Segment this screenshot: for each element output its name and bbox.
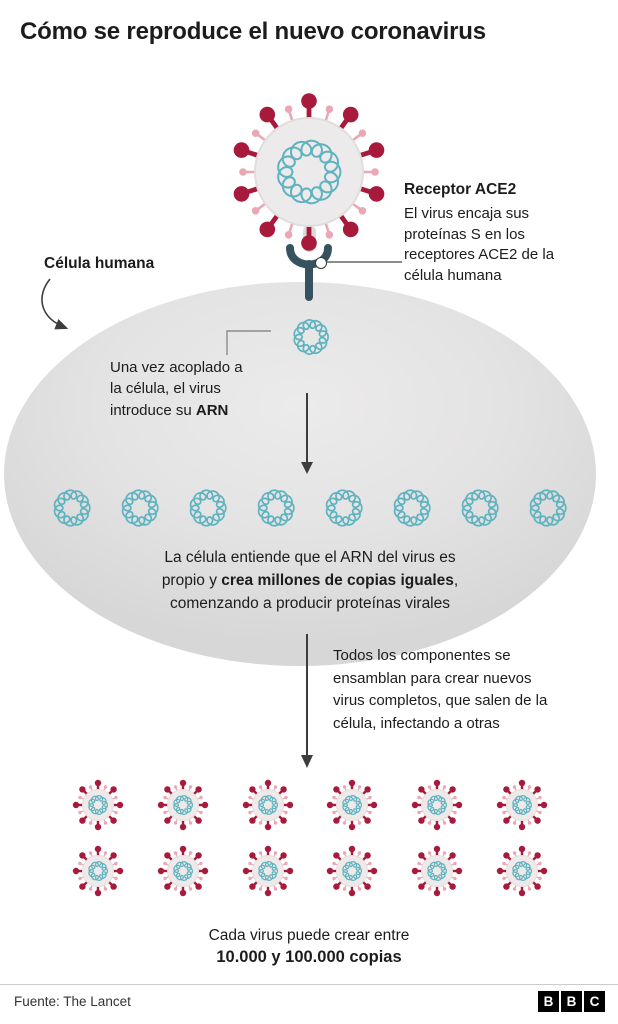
bbc-logo: B B C bbox=[538, 991, 605, 1012]
new-virus bbox=[323, 776, 381, 834]
rna-single bbox=[288, 314, 334, 360]
coronavirus-icon bbox=[496, 779, 547, 831]
bbc-logo-block: B bbox=[538, 991, 559, 1012]
rna-copy bbox=[320, 484, 368, 532]
coronavirus-icon bbox=[73, 845, 124, 897]
rna-copy bbox=[456, 484, 504, 532]
rna-strand-icon bbox=[121, 489, 159, 527]
step-copies-line2-pre: propio y bbox=[161, 571, 222, 589]
rna-copy bbox=[48, 484, 96, 532]
rna-strand-icon bbox=[53, 489, 91, 527]
big-virus bbox=[224, 87, 394, 257]
page-title: Cómo se reproduce el nuevo coronavirus bbox=[20, 18, 486, 45]
step-assembly-text: Todos los componentes se ensamblan para … bbox=[333, 647, 548, 732]
rna-row bbox=[48, 484, 572, 532]
new-virus bbox=[408, 776, 466, 834]
rna-copy bbox=[184, 484, 232, 532]
receptor-heading: Receptor ACE2 bbox=[404, 181, 517, 198]
new-virus bbox=[239, 776, 297, 834]
caption-line2: 10.000 y 100.000 copias bbox=[216, 948, 402, 966]
coronavirus-icon bbox=[411, 845, 463, 897]
coronavirus-icon bbox=[411, 779, 463, 831]
new-virus bbox=[154, 842, 212, 900]
connector-line bbox=[226, 330, 271, 355]
ace2-receptor-icon bbox=[286, 244, 332, 301]
receptor-marker-dot bbox=[315, 257, 327, 269]
receptor-pointer-line bbox=[327, 261, 402, 263]
bbc-logo-block: B bbox=[561, 991, 582, 1012]
step-copies-line2: propio y crea millones de copias iguales… bbox=[54, 570, 566, 593]
down-arrow-icon bbox=[301, 634, 313, 768]
coronavirus-icon bbox=[233, 93, 385, 251]
cell-label: Célula humana bbox=[44, 255, 155, 272]
caption: Cada virus puede crear entre 10.000 y 10… bbox=[0, 927, 618, 967]
coronavirus-icon bbox=[157, 779, 209, 831]
coronavirus-icon bbox=[157, 845, 209, 897]
rna-copy bbox=[524, 484, 572, 532]
coronavirus-icon bbox=[496, 845, 547, 897]
step-attach-plain: Una vez acoplado a la célula, el virus i… bbox=[110, 359, 243, 419]
rna-copy bbox=[252, 484, 300, 532]
rna-strand-icon bbox=[529, 489, 567, 527]
rna-copy bbox=[116, 484, 164, 532]
step-copies-line2-bold: crea millones de copias iguales bbox=[221, 571, 454, 589]
new-virus bbox=[323, 842, 381, 900]
caption-line1: Cada virus puede crear entre bbox=[208, 927, 410, 944]
coronavirus-icon bbox=[327, 845, 378, 897]
new-virus bbox=[154, 776, 212, 834]
new-virus bbox=[493, 776, 551, 834]
virus-grid bbox=[56, 776, 564, 900]
new-virus bbox=[239, 842, 297, 900]
rna-copy bbox=[388, 484, 436, 532]
bbc-logo-block: C bbox=[584, 991, 605, 1012]
step-copies-line2-post: , bbox=[453, 571, 459, 589]
receptor-body: El virus encaja sus proteínas S en los r… bbox=[404, 205, 555, 284]
new-virus bbox=[69, 842, 127, 900]
rna-strand-icon bbox=[393, 489, 431, 527]
new-virus bbox=[408, 842, 466, 900]
coronavirus-icon bbox=[242, 779, 293, 831]
receptor-note: Receptor ACE2 El virus encaja sus proteí… bbox=[404, 181, 584, 286]
rna-strand-icon bbox=[325, 489, 363, 527]
new-virus bbox=[493, 842, 551, 900]
coronavirus-icon bbox=[242, 845, 293, 897]
rna-strand-icon bbox=[293, 319, 330, 355]
source-text: Fuente: The Lancet bbox=[14, 994, 131, 1009]
curved-arrow-icon bbox=[41, 278, 69, 330]
down-arrow-icon bbox=[301, 393, 313, 474]
rna-strand-icon bbox=[461, 489, 499, 527]
step-attach-bold: ARN bbox=[195, 401, 229, 419]
rna-strand-icon bbox=[257, 489, 295, 527]
new-virus bbox=[69, 776, 127, 834]
footer-divider bbox=[0, 984, 618, 985]
step-copies-text: La célula entiende que el ARN del virus … bbox=[54, 547, 566, 615]
rna-strand-icon bbox=[189, 489, 227, 527]
step-copies-line1: La célula entiende que el ARN del virus … bbox=[164, 549, 456, 566]
coronavirus-icon bbox=[73, 779, 124, 831]
step-attach-text: Una vez acoplado a la célula, el virus i… bbox=[110, 357, 250, 421]
step-copies-line3: comenzando a producir proteínas virales bbox=[169, 594, 450, 612]
coronavirus-icon bbox=[327, 779, 378, 831]
